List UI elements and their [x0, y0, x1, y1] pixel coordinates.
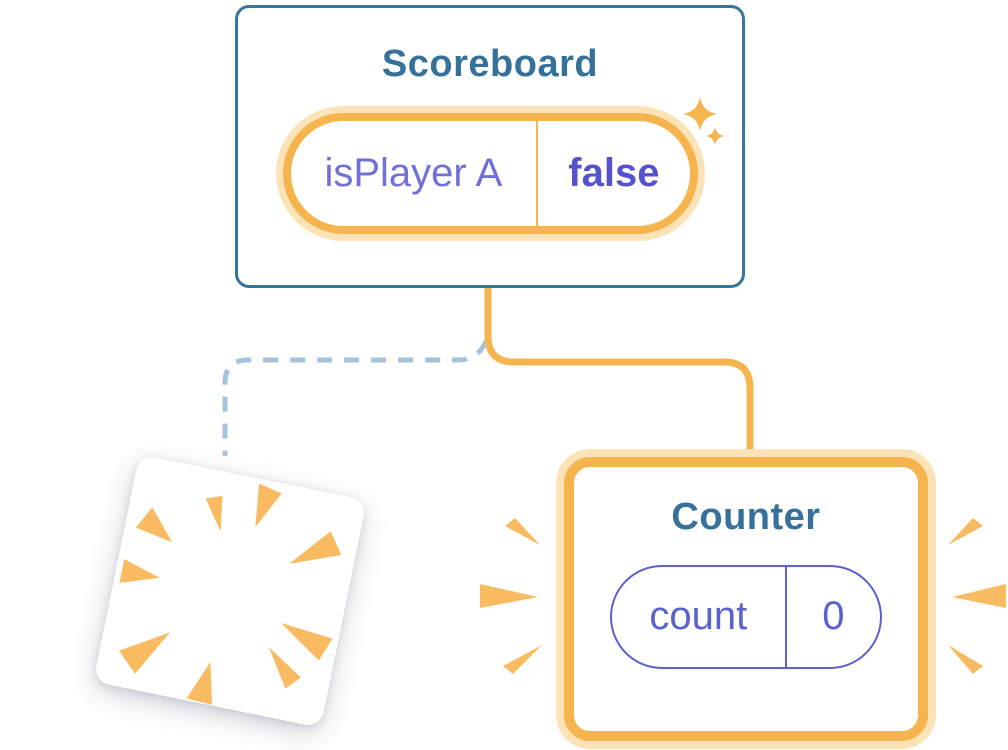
- scoreboard-title: Scoreboard: [381, 43, 599, 85]
- scoreboard-component-card: Scoreboard isPlayer A false: [235, 5, 745, 288]
- removed-component-card: [93, 454, 367, 728]
- counter-component-card: Counter count 0: [564, 457, 928, 741]
- emphasis-rays-icon: [948, 518, 1006, 674]
- state-pill-value-cell: 0: [784, 566, 880, 667]
- state-pill-value-cell: false: [536, 120, 689, 226]
- state-pill-label-cell: isPlayer A: [291, 121, 537, 226]
- state-pill-label-cell: count: [612, 567, 785, 667]
- emphasis-rays-icon: [480, 518, 542, 674]
- counter-title: Counter: [671, 496, 821, 538]
- state-label: isPlayer A: [324, 150, 503, 195]
- dashed-connector-line: [222, 339, 489, 456]
- poof-burst-icon: [119, 483, 342, 705]
- counter-state-pill: count 0: [610, 564, 882, 669]
- scoreboard-state-pill: isPlayer A false: [282, 112, 698, 234]
- solid-connector-line: [484, 288, 754, 458]
- state-label: count: [649, 594, 748, 639]
- state-value: false: [568, 150, 660, 195]
- state-value: 0: [822, 594, 845, 639]
